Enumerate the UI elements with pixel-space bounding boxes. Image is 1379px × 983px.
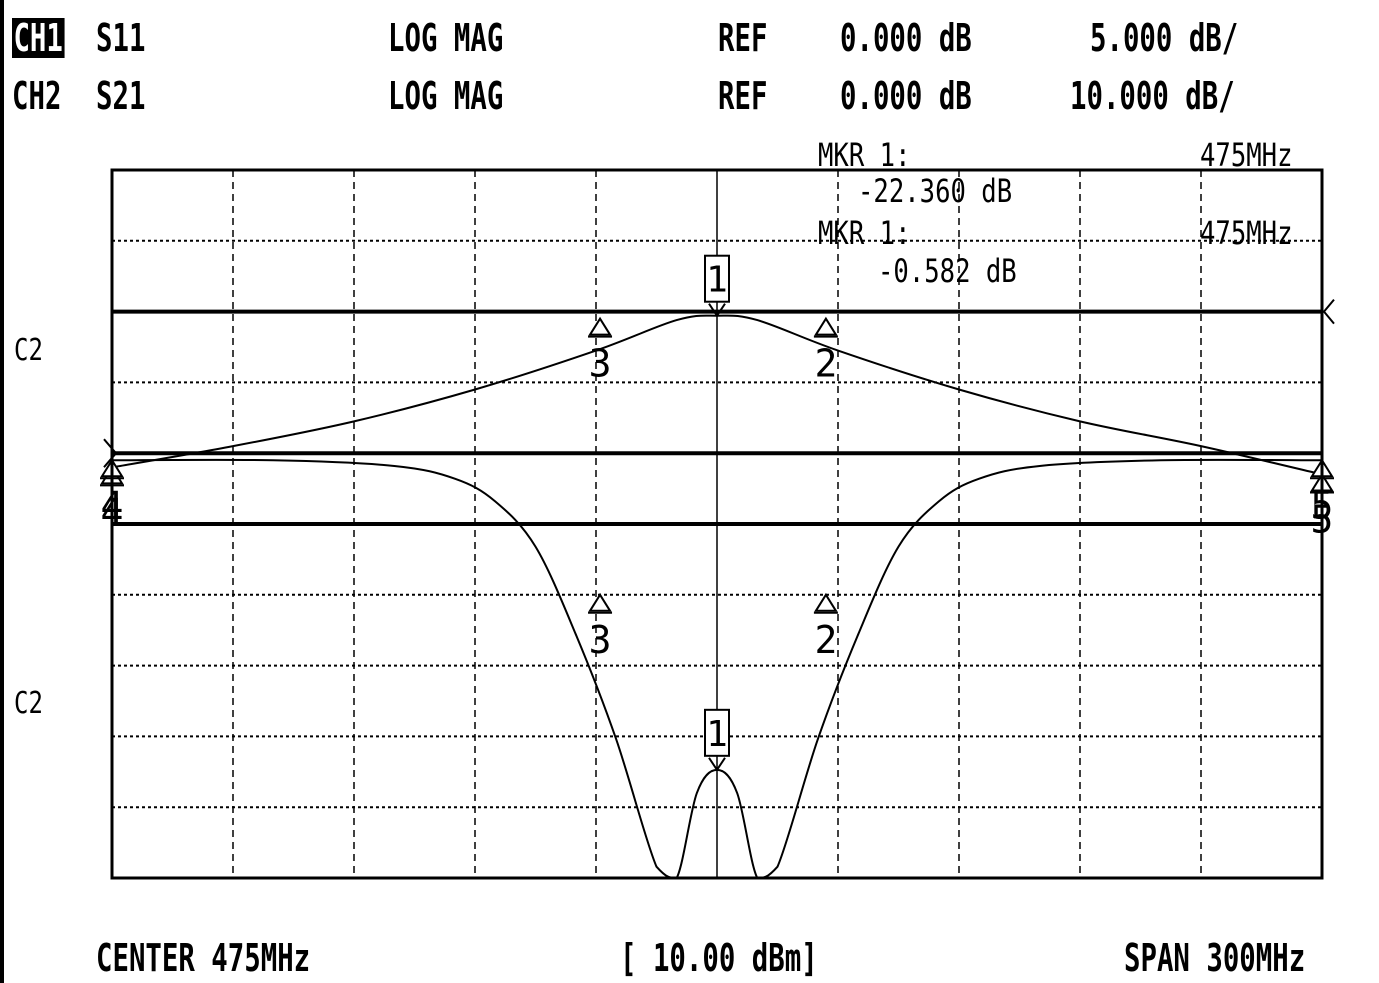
- ch2-format: LOG MAG: [388, 74, 504, 118]
- marker-label: 3: [589, 618, 612, 662]
- side-label-lower: C2: [14, 686, 43, 721]
- center-frequency: CENTER 475MHz: [96, 936, 311, 980]
- span-frequency: SPAN 300MHz: [1124, 936, 1306, 980]
- marker-s21-1: 1: [704, 254, 730, 318]
- ch1-parameter: S11: [96, 16, 146, 60]
- plot-frame: [110, 168, 1324, 880]
- reference-lines: [103, 298, 1335, 526]
- ch1-indicator[interactable]: CH1: [12, 16, 65, 60]
- marker-triangle: [588, 316, 612, 336]
- ch2-scale: 10.000 dB/: [1070, 74, 1235, 118]
- marker-triangle: [588, 592, 612, 612]
- ch1-format: LOG MAG: [388, 16, 504, 60]
- side-label-upper: C2: [14, 333, 43, 368]
- marker-s21-3: 3: [588, 316, 613, 386]
- marker-triangle: [814, 316, 838, 336]
- marker-box: [704, 708, 730, 757]
- marker-pointer: [708, 757, 726, 772]
- ch2-parameter: S21: [96, 74, 146, 118]
- mkr-ch1-freq: 475MHz: [1200, 136, 1293, 174]
- screen-left-edge: [0, 0, 4, 983]
- ch1-scale: 5.000 dB/: [1090, 16, 1239, 60]
- marker-label: 3: [589, 342, 612, 386]
- ch1-ref-label: REF: [718, 16, 768, 60]
- source-power: [ 10.00 dBm]: [620, 936, 818, 980]
- mkr-ch2-label: MKR 1:: [818, 214, 911, 252]
- marker-s21-2: 2: [813, 316, 838, 386]
- reference-arrow: [1322, 298, 1335, 325]
- marker-box: [704, 254, 730, 303]
- ch2-ref-label: REF: [718, 74, 768, 118]
- marker-label: 1: [706, 714, 728, 755]
- mkr-ch1-value: -22.360 dB: [858, 172, 1013, 210]
- mkr-ch2-value: -0.582 dB: [878, 252, 1017, 290]
- marker-label: 2: [814, 618, 837, 662]
- marker-s11-1: 1: [704, 708, 730, 772]
- ch1-ref-value: 0.000 dB: [840, 16, 972, 60]
- marker-label: 2: [814, 342, 837, 386]
- marker-s11-2: 2: [813, 592, 838, 662]
- marker-pointer: [708, 303, 726, 318]
- ch2-ref-value: 0.000 dB: [840, 74, 972, 118]
- marker-s11-3: 3: [588, 592, 613, 662]
- ch2-indicator[interactable]: CH2: [12, 74, 62, 118]
- reference-arrow: [103, 438, 118, 468]
- marker-triangle: [814, 592, 838, 612]
- mkr-ch2-freq: 475MHz: [1200, 214, 1293, 252]
- mkr-ch1-label: MKR 1:: [818, 136, 911, 174]
- marker-label: 1: [706, 260, 728, 301]
